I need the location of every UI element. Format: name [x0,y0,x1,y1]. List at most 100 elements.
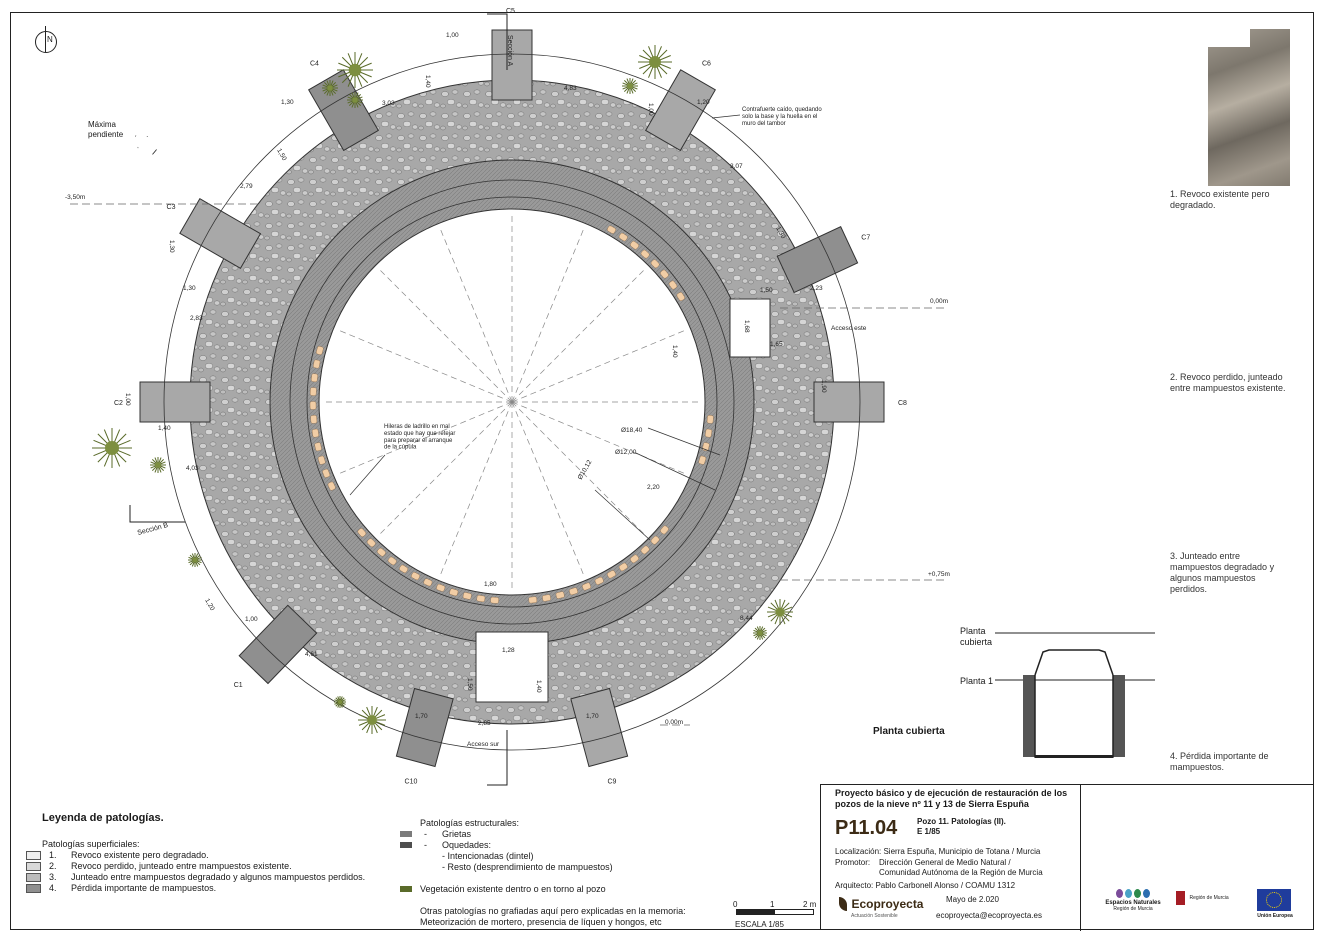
brick [676,292,685,301]
scale-label: ESCALA 1/85 [735,920,784,929]
buttress-label-c6: C6 [702,61,711,68]
radial-line [511,401,647,537]
section-b-label: Sección B [137,522,170,537]
dim-arc-c1-c10: 4,61 [305,651,318,658]
dim-arc-c3-c4: 2,79 [240,183,253,190]
buttress-label-c1: C1 [234,682,243,689]
level-left-label: -3,50m [65,194,85,201]
section-a-line [487,13,508,70]
dim-c4-width: 1,30 [281,99,294,106]
scale-t2: 2 m [803,900,817,909]
dim-arc-c4-c5: 3,03 [382,100,395,107]
vegetation-icon [337,52,373,88]
dim-c6-len: 1,00 [647,103,654,116]
brick [316,346,324,355]
radial-line [511,328,688,403]
section-a-line-bottom [487,730,508,786]
dim-east-d1: 1,50 [760,287,773,294]
radial-line [511,401,688,476]
brick [449,588,459,597]
sheet-frame [10,12,1314,930]
brick [630,240,639,250]
brick [555,591,565,599]
scale-bar [736,909,814,915]
dim-c4-len: 1,50 [275,148,288,163]
buttress-c8 [813,381,885,423]
brick [618,562,628,572]
sheet-code: P11.04 [835,817,898,839]
espacios-naturales-logo: Espacios Naturales Región de Murcia [1103,889,1163,912]
legend-item-4: 4.Pérdida importante de mampuestos. [26,883,216,893]
swatch-vegetacion [400,886,412,892]
struct-oquedades: -Oquedades: [400,840,491,851]
buttress-c9 [570,687,629,768]
brick [582,582,591,591]
dim-c3-width: 1,30 [168,240,175,253]
vegetation-icon [92,428,132,468]
brick [542,594,551,602]
brick [317,455,326,465]
dim-c1-len: 1,00 [245,616,258,623]
section-sketch [995,632,1155,758]
dim-south-c9: 1,70 [586,713,599,720]
struct-grietas: -Grietas [400,829,471,840]
swatch-oquedades [400,842,412,848]
brick [366,538,376,548]
north-arrow-icon: N [35,26,57,53]
dim-south-d3: 1,40 [535,680,542,693]
brick [607,225,616,234]
vegetation-icon [622,78,638,94]
vegetation-icon [150,457,166,473]
radial-line [438,401,513,578]
brick [476,595,486,603]
dim-inner-opening: 1,80 [484,581,497,588]
legend-item-3: 3.Junteado entre mampuestos degradado y … [26,872,365,882]
swatch-3 [26,872,41,882]
swatch-grietas [400,831,412,837]
vegetation-icon [767,599,793,625]
vegetation-icon [334,696,346,708]
level-right-top-label: 0,00m [930,298,948,305]
radial-line [511,226,586,403]
buttress-c6 [644,69,717,152]
note-leader-brick [349,454,386,496]
vegetation-icon [188,553,202,567]
dim-arc-c7-c8: 2,23 [810,285,823,292]
brick [569,587,578,596]
radial-line [511,267,647,403]
radial-line [438,226,513,403]
buttress-label-c2: C2 [114,400,123,407]
dim-east-d2: 1,68 [743,320,750,333]
brick [668,280,678,290]
brick [322,468,331,478]
brick [706,415,714,424]
dim-inner-leader [594,489,651,541]
brick [640,545,650,555]
struct-intencionadas: - Intencionadas (dintel) [442,851,534,861]
brick [423,578,433,587]
dim-south-c10: 1,70 [415,713,428,720]
struct-otras: Otras patologías no grafiadas aquí pero … [420,906,686,927]
localizacion: Localización: Sierra Espuña, Municipio d… [835,847,1041,856]
dim-c3-len: 1,30 [183,285,196,292]
buttress-c5 [491,29,533,101]
dim-c8-width: 1,90 [820,380,827,393]
brick [698,455,707,465]
dim-south-acc: 2,85 [478,720,491,727]
access-south-label: Acceso sur [467,741,500,748]
brick [650,535,660,545]
email: ecoproyecta@ecoproyecta.es [936,911,1042,920]
brick [311,373,318,383]
dim-c6-width: 1,20 [697,99,710,106]
scale-t1: 1 [770,900,775,909]
dim-c5-len: 1,40 [424,75,431,88]
radial-line [336,328,513,403]
brick [618,232,628,242]
buttress-label-c3: C3 [167,204,176,211]
radial-line [336,401,513,476]
brick [310,415,318,424]
buttress-label-c9: C9 [607,779,616,786]
promotor: Dirección General de Medio Natural / Com… [879,858,1043,877]
